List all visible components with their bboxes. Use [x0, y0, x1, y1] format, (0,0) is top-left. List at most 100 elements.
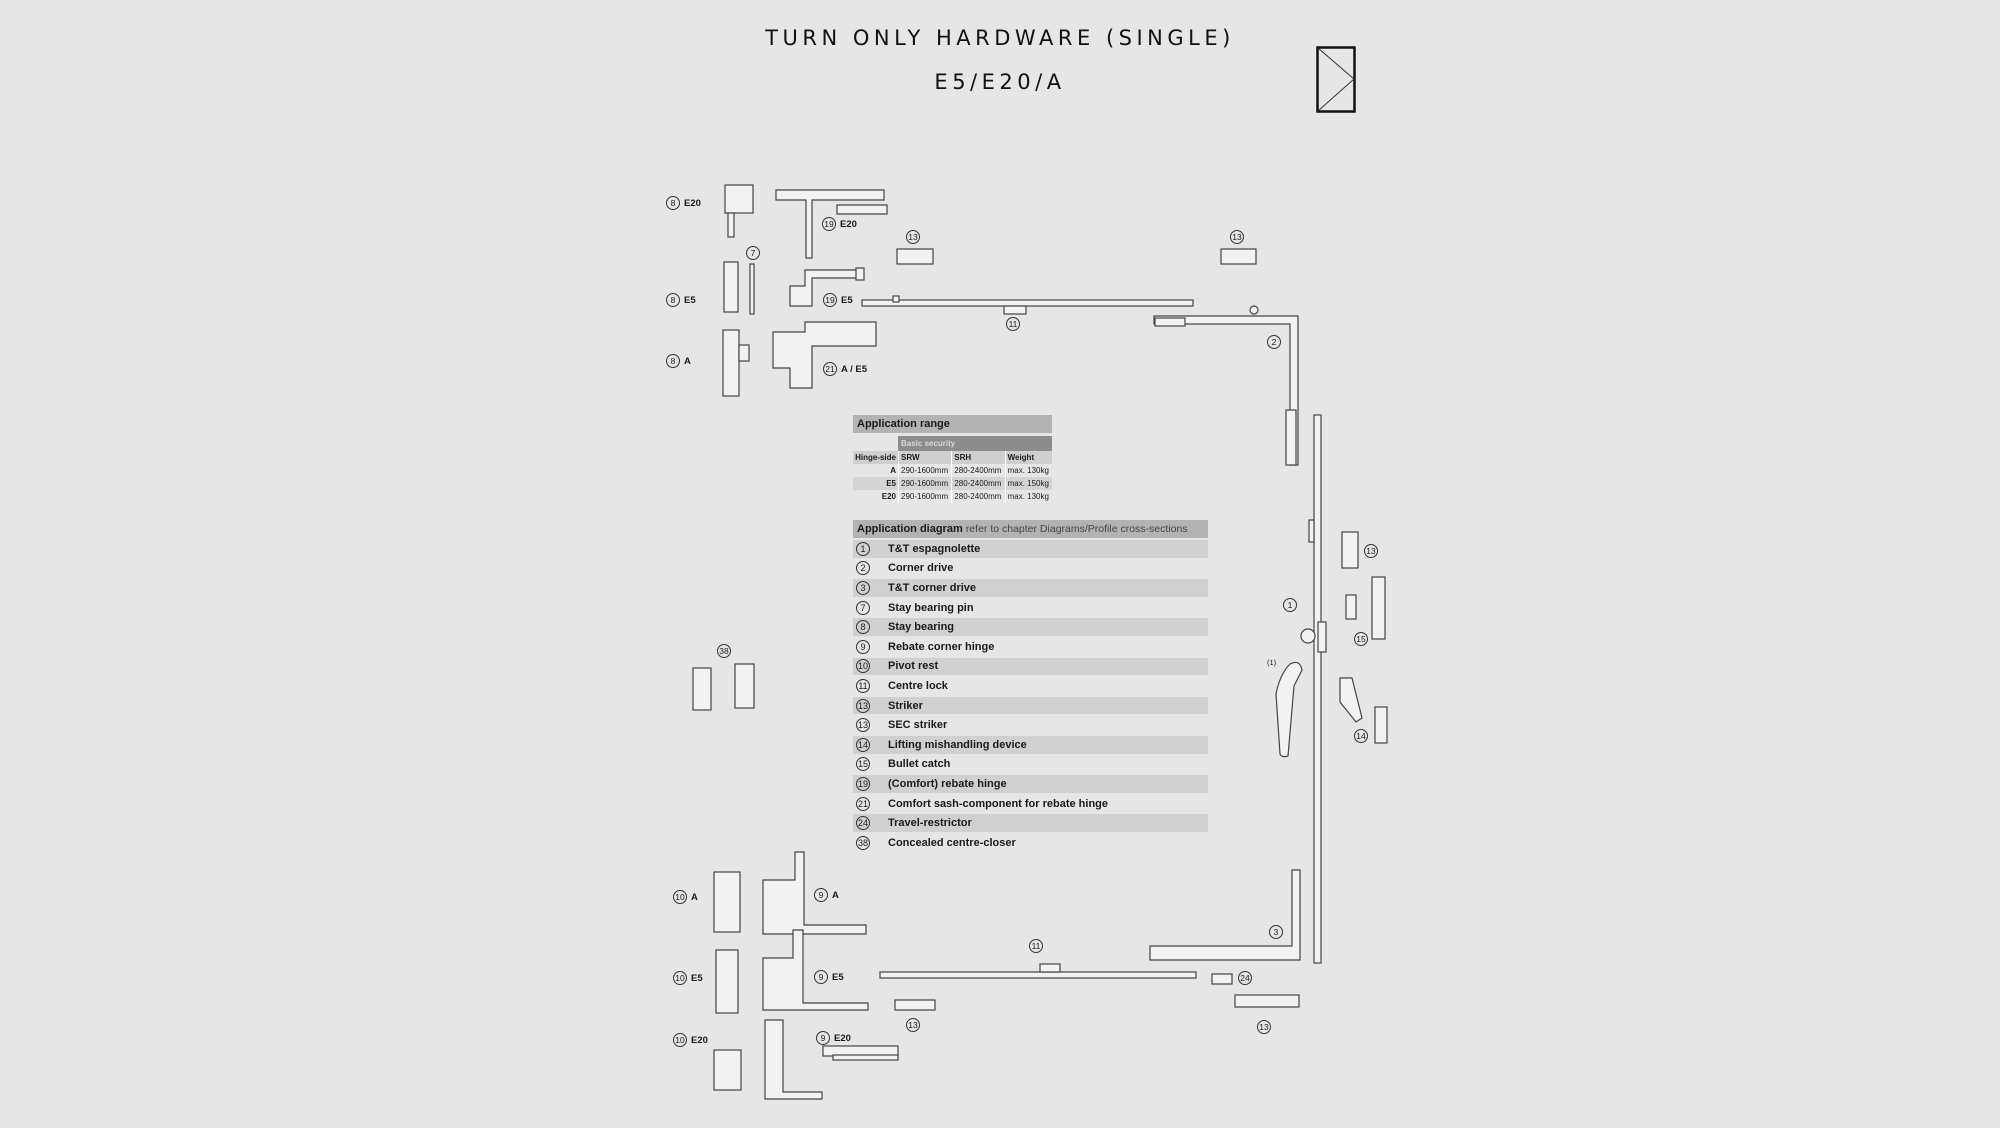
item-number-badge: 2	[856, 561, 870, 576]
cell: max. 130kg	[1004, 490, 1052, 503]
callout-number: 13	[906, 1018, 920, 1032]
callout-number: 11	[1029, 939, 1043, 953]
item-label: SEC striker	[888, 719, 948, 732]
application-range-title: Application range	[853, 415, 1052, 433]
striker-part	[896, 248, 934, 265]
col-srh: SRH	[951, 451, 1006, 464]
rebate-corner-hinges	[762, 851, 899, 1100]
striker-part	[1220, 248, 1257, 265]
item-label: Striker	[888, 699, 923, 712]
item-number-badge: 1	[856, 541, 870, 556]
item-label: Concealed centre-closer	[888, 836, 1016, 849]
bullet-catch-part	[1371, 576, 1386, 640]
cell: 280-2400mm	[951, 464, 1006, 477]
col-hinge-side: Hinge-side	[853, 451, 899, 464]
part-callout: 3	[1269, 925, 1287, 939]
item-number-badge: 38	[856, 835, 870, 850]
item-label: Comfort sash-component for rebate hinge	[888, 797, 1109, 810]
cell: A	[890, 466, 896, 475]
callout-number: 13	[906, 230, 920, 244]
callout-number: 10	[673, 890, 687, 904]
pivot-rests	[713, 871, 742, 1091]
callout-number: 7	[746, 246, 760, 260]
security-group-label: Basic security	[898, 436, 1052, 451]
lifting-mishandling-striker-part	[1374, 706, 1388, 744]
striker-part	[894, 999, 936, 1011]
part-callout: 2	[1267, 335, 1285, 349]
part-callout: 13	[1364, 544, 1382, 558]
espagnolette-right	[1300, 414, 1327, 964]
part-callout: 9 E5	[814, 970, 844, 984]
callout-number: 11	[1006, 317, 1020, 331]
item-number-badge: 14	[856, 737, 870, 752]
item-label: Travel-restrictor	[888, 817, 972, 830]
item-number-badge: 9	[856, 639, 870, 654]
top-espagnolette-bar	[861, 295, 1194, 315]
callout-variant: E5	[841, 294, 853, 306]
part-callout: 13	[906, 1018, 924, 1032]
callout-number: 10	[673, 971, 687, 985]
item-number-badge: 3	[856, 580, 870, 595]
cell: E5	[853, 477, 899, 490]
application-diagram-header: Application diagram refer to chapter Dia…	[853, 520, 1208, 538]
striker-part	[1345, 594, 1357, 620]
callout-variant: E5	[691, 972, 703, 984]
callout-variant: E20	[691, 1034, 708, 1046]
callout-number: 19	[822, 217, 836, 231]
callout-number: 9	[814, 888, 828, 902]
callout-number: 10	[673, 1033, 687, 1047]
callout-variant: E20	[840, 218, 857, 230]
callout-variant: E20	[684, 197, 701, 209]
legend-item: 3 T&T corner drive	[853, 579, 1208, 597]
callout-number: 3	[1269, 925, 1283, 939]
callout-number: 9	[814, 970, 828, 984]
page-subtitle: E5/E20/A	[934, 70, 1066, 94]
legend-item: 19(Comfort) rebate hinge	[853, 775, 1208, 793]
part-callout: 1	[1283, 598, 1301, 612]
cell: 290-1600mm	[897, 477, 952, 490]
callout-variant: E5	[832, 971, 844, 983]
callout-number: 8	[666, 354, 680, 368]
item-number-badge: 19	[856, 776, 870, 791]
part-callout: 24	[1238, 971, 1256, 985]
callout-variant: A	[691, 891, 698, 903]
col-srw: SRW	[897, 451, 952, 464]
part-callout: 8 E20	[666, 196, 701, 210]
callout-number: 38	[717, 644, 731, 658]
turn-only-window-icon	[1316, 46, 1356, 113]
item-label: Stay bearing	[888, 621, 955, 634]
legend-item: 38 Concealed centre-closer	[853, 834, 1208, 852]
corner-drive-bottom	[1149, 869, 1301, 985]
callout-variant: A / E5	[841, 363, 868, 375]
item-number-badge: 11	[856, 678, 870, 693]
cell: 290-1600mm	[897, 490, 952, 503]
lifting-mishandling-device-part	[1339, 677, 1363, 723]
striker-part	[1341, 531, 1359, 569]
application-diagram-legend: Application diagram refer to chapter Dia…	[853, 520, 1208, 852]
col-weight: Weight	[1004, 451, 1052, 464]
application-diagram-subtitle: refer to chapter Diagrams/Profile cross-…	[965, 523, 1188, 535]
handle-note: (1)	[1267, 658, 1277, 667]
callout-variant: E20	[834, 1032, 851, 1044]
item-number-badge: 13	[856, 698, 870, 713]
callout-variant: A	[832, 889, 839, 901]
item-number-badge: 10	[856, 659, 870, 674]
item-number-badge: 24	[856, 816, 870, 831]
callout-number: 24	[1238, 971, 1252, 985]
item-label: T&T corner drive	[888, 581, 977, 594]
callout-number: 15	[1354, 632, 1368, 646]
item-label: Bullet catch	[888, 758, 951, 771]
centre-closer-part	[734, 663, 755, 709]
callout-number: 8	[666, 196, 680, 210]
callout-number: 1	[1283, 598, 1297, 612]
